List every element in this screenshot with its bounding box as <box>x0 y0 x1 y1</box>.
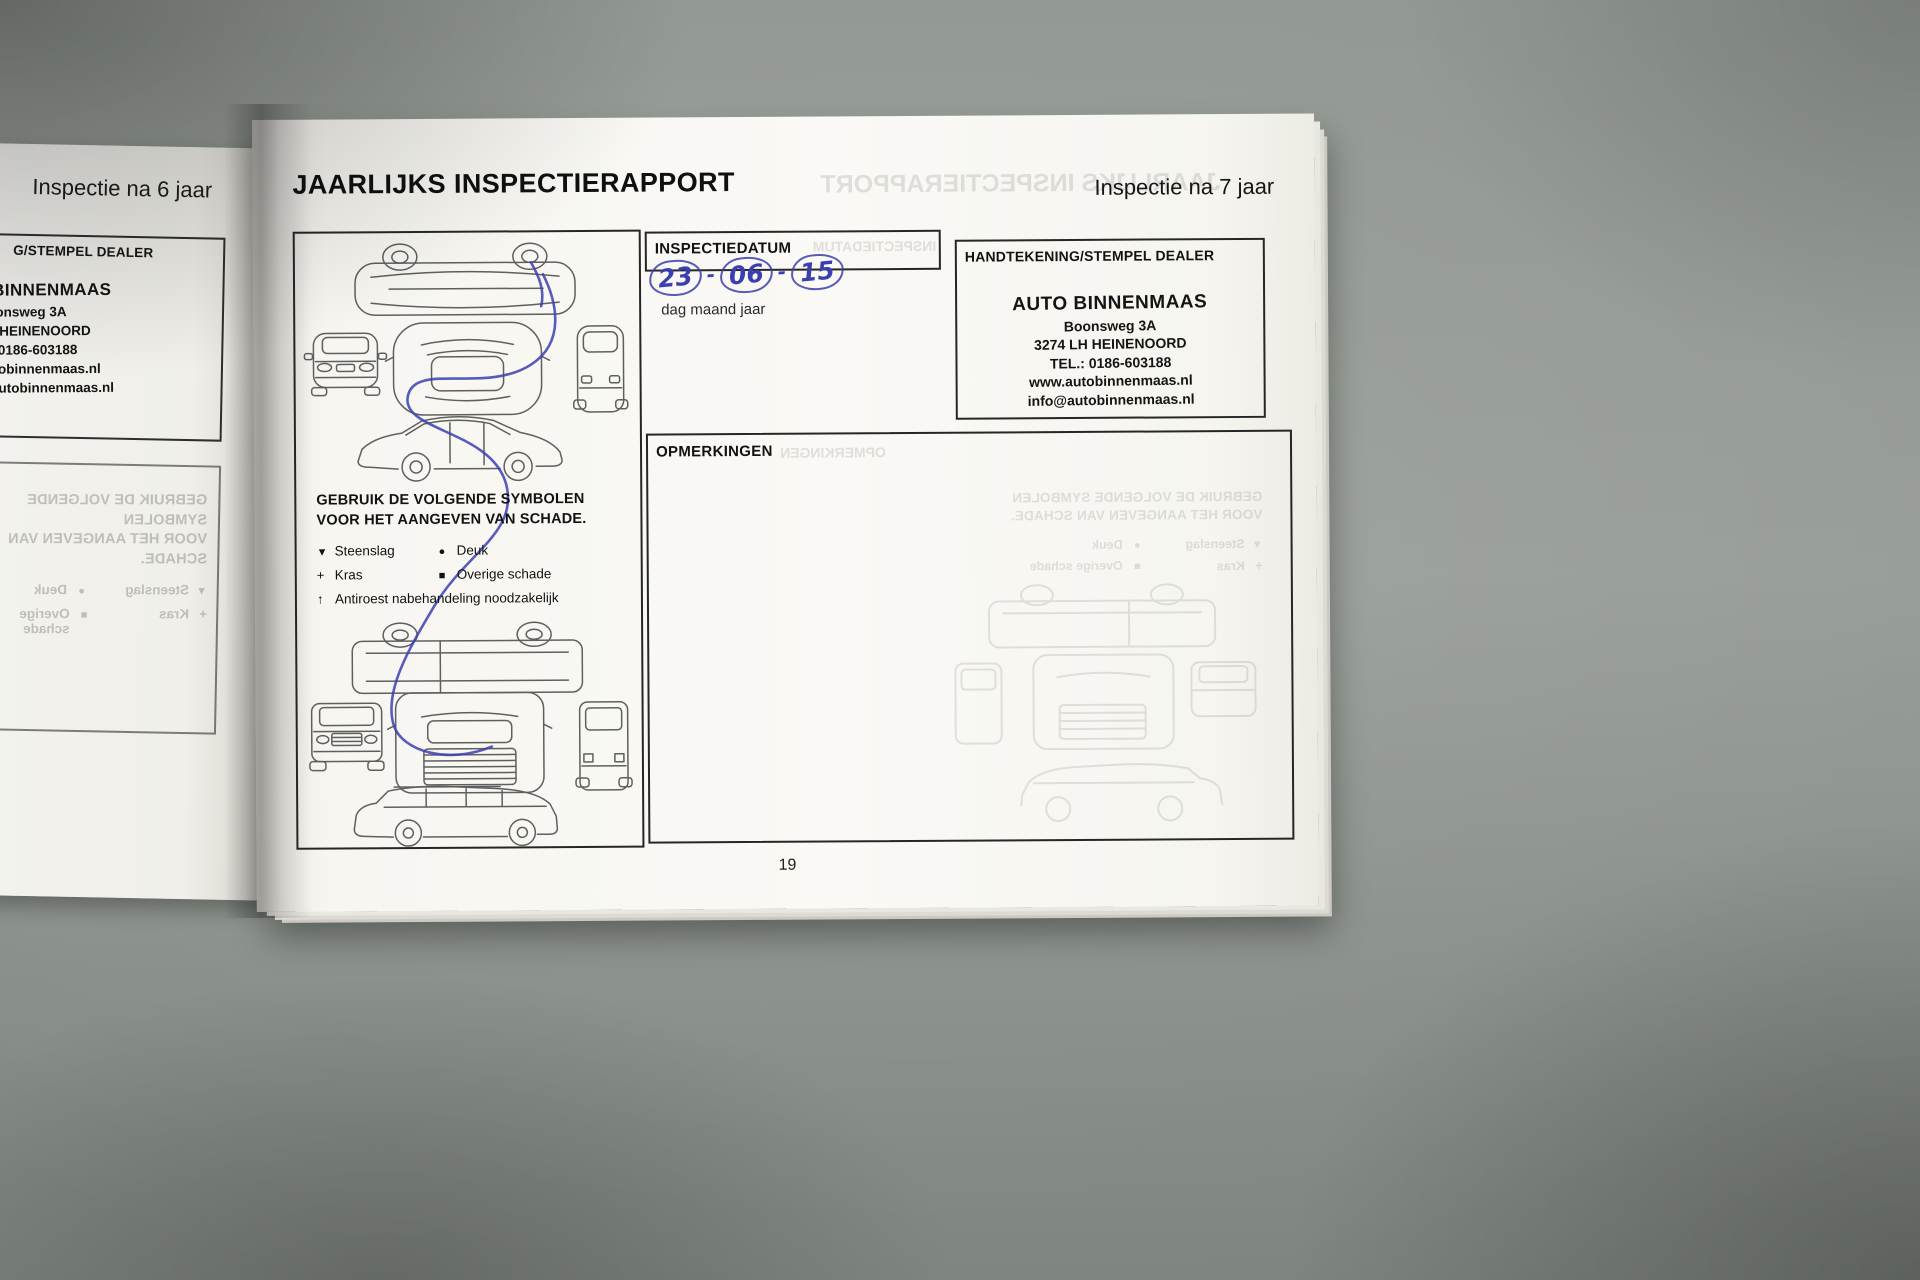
ghost-legend-label: Overige schade <box>19 606 70 637</box>
date-month: 06 <box>718 254 775 296</box>
left-page-header: Inspectie na 6 jaar <box>32 174 213 203</box>
date-sub-label: dag maand jaar <box>661 300 766 319</box>
ghost-legend-label: Overige schade <box>1029 559 1123 574</box>
legend-label-steenslag: Steenslag <box>334 543 395 559</box>
ghost-legend-label: Steenslag <box>125 582 190 598</box>
legend-row: ↑ Antiroest nabehandeling noodzakelijk <box>316 590 623 607</box>
steenslag-icon: ▼ <box>316 546 328 559</box>
handwritten-inspection-date: 23 - 06 - 15 <box>647 251 846 299</box>
ghost-legend-showthrough: GEBRUIK DE VOLGENDE SYMBOLEN VOOR HET AA… <box>950 488 1263 582</box>
ghost-legend-label: Deuk <box>34 582 68 598</box>
legend-label-deuk: Deuk <box>456 542 489 558</box>
car-side-view-hatchback <box>357 416 563 482</box>
antiroest-icon: ↑ <box>316 591 324 607</box>
car-top-view-hatchback <box>384 321 551 416</box>
overige-schade-icon: ■ <box>438 569 446 582</box>
ghost-legend-label: Steenslag <box>1185 537 1245 552</box>
legend-label-overige: Overige schade <box>456 566 552 582</box>
left-dealer-stamp-box: G/STEMPEL DEALER 0 BINNENMAAS Boonsweg 3… <box>0 232 226 442</box>
legend-row: ▼ Steenslag ● Deuk <box>317 542 623 559</box>
legend-row: + Kras ■ Overige schade <box>316 566 623 583</box>
kras-icon: + <box>316 567 325 583</box>
date-day: 23 <box>647 257 704 299</box>
inspection-year-header: Inspectie na 7 jaar <box>1094 173 1275 200</box>
car-top-view-suv <box>386 691 553 794</box>
left-dealer-stamp-label: G/STEMPEL DEALER <box>13 242 154 261</box>
ghost-deuk-icon: ● <box>1133 540 1141 553</box>
page-number: 19 <box>778 856 797 874</box>
car-roof-view-suv <box>351 621 584 695</box>
ghost-legend-intro-2: VOOR HET AANGEVEN VAN SCHADE. <box>1010 507 1263 524</box>
stamp-line: L.: 0186-603188 <box>0 341 78 358</box>
date-separator: - <box>706 262 716 287</box>
car-rear-view-suv <box>575 701 633 791</box>
ghost-kras-icon: + <box>199 606 208 622</box>
date-separator: - <box>777 259 787 284</box>
damage-symbol-legend: GEBRUIK DE VOLGENDE SYMBOLEN VOOR HET AA… <box>316 490 623 616</box>
car-damage-diagrams <box>303 242 633 847</box>
ghost-legend-label: Deuk <box>1091 538 1123 553</box>
left-dealer-stamp: 0 BINNENMAAS Boonsweg 3A LH HEINENOORD L… <box>0 280 114 398</box>
date-year: 15 <box>789 251 846 293</box>
legend-label-antiroest: Antiroest nabehandeling noodzakelijk <box>334 590 559 607</box>
opmerkingen-box: OPMERKINGEN OPMERKINGEN GEBRUIK DE VOLGE… <box>645 429 1295 844</box>
legend-intro-line-2: VOOR HET AANGEVEN VAN SCHADE. <box>316 510 587 529</box>
ghost-deuk-icon: ● <box>78 585 86 598</box>
inspectiedatum-label: INSPECTIEDATUM <box>654 239 792 258</box>
pen-scribble-small <box>529 260 544 308</box>
page-title: JAARLIJKS INSPECTIERAPPORT <box>292 167 735 200</box>
ghost-opmerkingen-showthrough: OPMERKINGEN <box>779 444 886 461</box>
ghost-legend-intro-2: VOOR HET AANGEVEN VAN SCHADE. <box>7 531 208 568</box>
right-page: JAARLIJKS INSPECTIERAPPORT JAARLIJKS INS… <box>252 113 1319 912</box>
damage-diagram-box: GEBRUIK DE VOLGENDE SYMBOLEN VOOR HET AA… <box>292 229 645 850</box>
pen-scribble <box>390 272 557 757</box>
deuk-icon: ● <box>438 545 446 558</box>
ghost-steenslag-icon: ▼ <box>196 585 208 598</box>
ghost-steenslag-icon: ▼ <box>1251 539 1263 552</box>
ghost-legend-label: Kras <box>1216 559 1245 574</box>
ghost-legend-intro-1: GEBRUIK DE VOLGENDE SYMBOLEN <box>1012 488 1263 506</box>
ghost-kras-icon: + <box>1255 558 1263 574</box>
car-rear-view-hatchback <box>572 325 629 413</box>
dealer-stamp: AUTO BINNENMAAS Boonsweg 3A 3274 LH HEIN… <box>957 290 1265 411</box>
ghost-overige-icon: ■ <box>1134 561 1141 574</box>
car-front-view-suv <box>309 702 385 772</box>
left-page: Inspectie na 6 jaar G/STEMPEL DEALER 0 B… <box>0 143 284 901</box>
stamp-line: @autobinnenmaas.nl <box>0 379 115 396</box>
left-ghost-box: GEBRUIK DE VOLGENDE SYMBOLEN VOOR HET AA… <box>0 460 222 735</box>
car-side-view-suv <box>353 785 559 847</box>
ghost-legend-label: Kras <box>158 606 190 622</box>
dealer-email-line: info@autobinnenmaas.nl <box>1027 390 1195 409</box>
stamp-line: Boonsweg 3A <box>0 304 67 320</box>
opmerkingen-label: OPMERKINGEN <box>655 442 773 461</box>
stamp-line: autobinnenmaas.nl <box>0 360 101 377</box>
left-ghost-legend: GEBRUIK DE VOLGENDE SYMBOLEN VOOR HET AA… <box>0 491 207 646</box>
dealer-name: AUTO BINNENMAAS <box>1012 291 1208 316</box>
ghost-car-diagrams-showthrough <box>954 583 1257 823</box>
ghost-legend-intro-1: GEBRUIK DE VOLGENDE SYMBOLEN <box>26 492 208 528</box>
legend-label-kras: Kras <box>334 567 363 583</box>
handtekening-box: HANDTEKENING/STEMPEL DEALER AUTO BINNENM… <box>954 237 1266 420</box>
legend-intro-line-1: GEBRUIK DE VOLGENDE SYMBOLEN <box>316 490 585 509</box>
car-front-view-hatchback <box>303 332 388 397</box>
stamp-dealer-name: 0 BINNENMAAS <box>0 279 112 300</box>
stamp-line: LH HEINENOORD <box>0 322 91 339</box>
handtekening-label: HANDTEKENING/STEMPEL DEALER <box>964 247 1215 265</box>
ghost-overige-icon: ■ <box>80 609 88 622</box>
